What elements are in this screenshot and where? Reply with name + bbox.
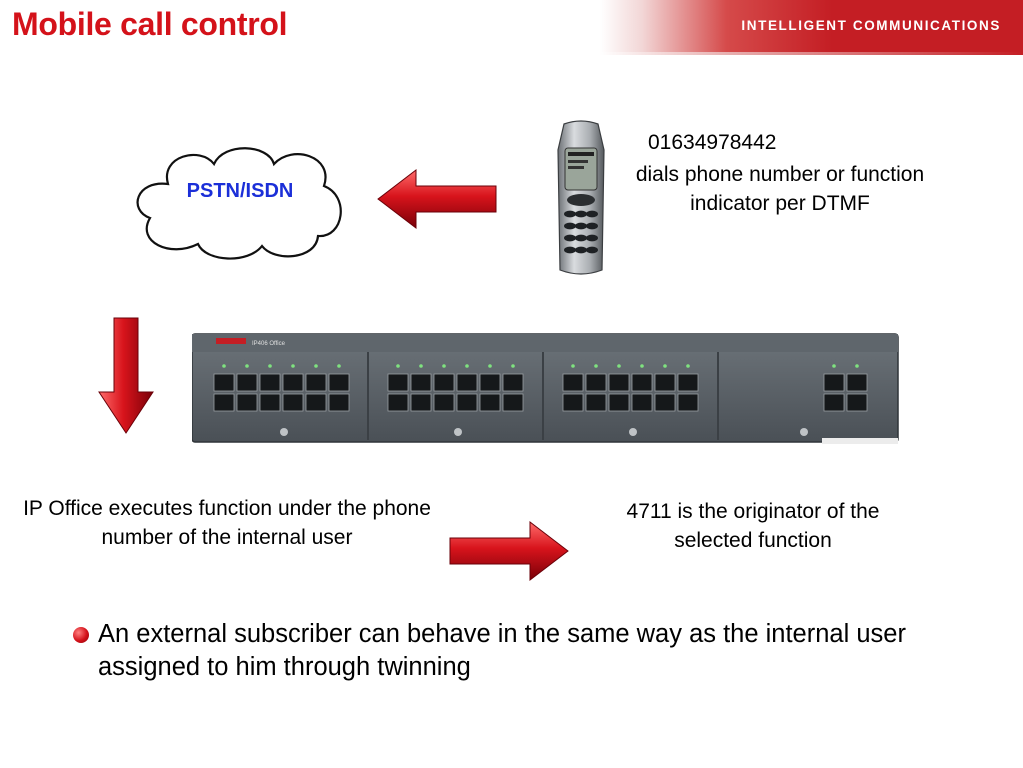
status-led: [314, 364, 318, 368]
rj45-port: [236, 393, 258, 412]
status-led: [640, 364, 644, 368]
rj45-port: [387, 373, 409, 392]
rj45-port: [456, 393, 478, 412]
rj45-port: [213, 393, 235, 412]
mobile-phone-icon: [557, 120, 605, 275]
down-arrow-icon: [98, 317, 154, 434]
bullet-icon: [73, 627, 89, 643]
status-led: [571, 364, 575, 368]
rj45-port: [410, 393, 432, 412]
rj45-port: [846, 393, 868, 412]
status-led: [663, 364, 667, 368]
rj45-port: [433, 393, 455, 412]
rj45-port: [562, 373, 584, 392]
bullet-text: An external subscriber can behave in the…: [98, 620, 906, 681]
rj45-port: [677, 373, 699, 392]
rj45-port: [585, 373, 607, 392]
status-led: [442, 364, 446, 368]
rj45-port: [236, 373, 258, 392]
rj45-port: [259, 393, 281, 412]
brand-banner-text: INTELLIGENT COMMUNICATIONS: [741, 18, 1001, 33]
rj45-port: [328, 393, 350, 412]
rj45-port: [846, 373, 868, 392]
rj45-port: [213, 373, 235, 392]
status-led: [488, 364, 492, 368]
rj45-port: [654, 393, 676, 412]
rj45-port: [631, 393, 653, 412]
rj45-port: [823, 393, 845, 412]
rj45-port: [585, 393, 607, 412]
status-led: [832, 364, 836, 368]
rj45-port: [305, 393, 327, 412]
originator-description-text: 4711 is the originator of the selected f…: [626, 500, 880, 552]
rj45-port: [562, 393, 584, 412]
rj45-port: [433, 373, 455, 392]
status-led: [686, 364, 690, 368]
rj45-port: [479, 373, 501, 392]
rj45-port: [479, 393, 501, 412]
status-led: [594, 364, 598, 368]
status-led: [337, 364, 341, 368]
rj45-port: [677, 393, 699, 412]
rj45-port: [502, 373, 524, 392]
ip-office-unit: [192, 333, 899, 444]
status-led: [291, 364, 295, 368]
slide-title: Mobile call control: [12, 6, 288, 42]
rj45-port: [282, 373, 304, 392]
rj45-port: [259, 373, 281, 392]
rj45-port: [456, 373, 478, 392]
brand-banner: INTELLIGENT COMMUNICATIONS: [600, 0, 1023, 52]
status-led: [222, 364, 226, 368]
rj45-port: [387, 393, 409, 412]
rj45-port: [608, 393, 630, 412]
brand-banner-underline: [600, 52, 1023, 55]
status-led: [396, 364, 400, 368]
rj45-port: [823, 373, 845, 392]
phone-description-text: dials phone number or function indicator…: [635, 163, 925, 215]
rj45-port: [608, 373, 630, 392]
status-led: [511, 364, 515, 368]
status-led: [617, 364, 621, 368]
rj45-port: [410, 373, 432, 392]
rj45-port: [654, 373, 676, 392]
pstn-cloud-icon: [136, 147, 342, 260]
rj45-port: [282, 393, 304, 412]
status-led: [855, 364, 859, 368]
rj45-port: [631, 373, 653, 392]
status-led: [268, 364, 272, 368]
status-led: [419, 364, 423, 368]
rj45-port: [502, 393, 524, 412]
ip-office-description-text: IP Office executes function under the ph…: [23, 497, 431, 549]
status-led: [465, 364, 469, 368]
status-led: [245, 364, 249, 368]
pstn-isdn-label: PSTN/ISDN: [186, 180, 294, 202]
phone-number-text: 01634978442: [648, 131, 777, 154]
rj45-port: [305, 373, 327, 392]
right-arrow-icon: [449, 520, 569, 582]
ip-office-panel-label: IP406 Office: [252, 341, 285, 347]
rj45-port: [328, 373, 350, 392]
left-arrow-icon: [377, 168, 497, 230]
